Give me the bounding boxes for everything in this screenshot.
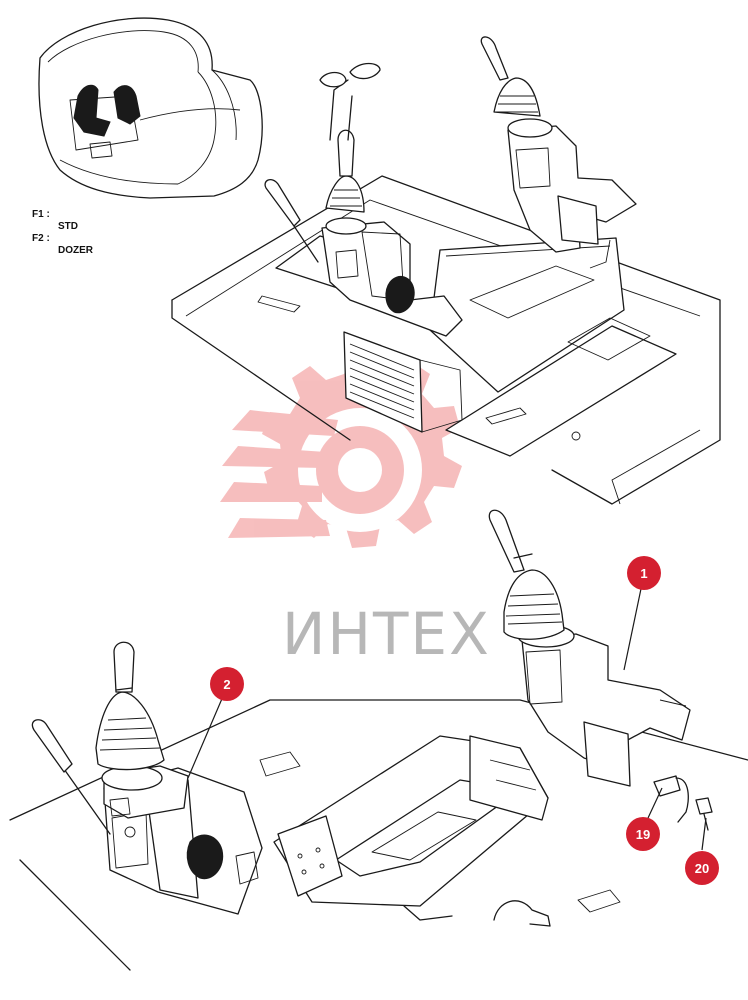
cab-overview-illustration xyxy=(38,17,263,199)
leader-lines xyxy=(187,583,707,851)
label-f1-code: F1 : xyxy=(32,209,50,220)
callout-marker-20[interactable]: 20 xyxy=(685,851,719,885)
label-f1-value: STD xyxy=(58,221,78,232)
watermark-text: ИНТЕХ xyxy=(282,600,491,668)
callout-marker-1[interactable]: 1 xyxy=(627,556,661,590)
callout-marker-2[interactable]: 2 xyxy=(210,667,244,701)
label-f2-value: DOZER xyxy=(58,245,93,256)
label-f2-code: F2 : xyxy=(32,233,50,244)
watermark-gear-logo xyxy=(220,352,462,548)
lower-console-assembly xyxy=(9,509,748,971)
upper-console-assembly xyxy=(171,36,721,505)
callout-marker-19[interactable]: 19 xyxy=(626,817,660,851)
